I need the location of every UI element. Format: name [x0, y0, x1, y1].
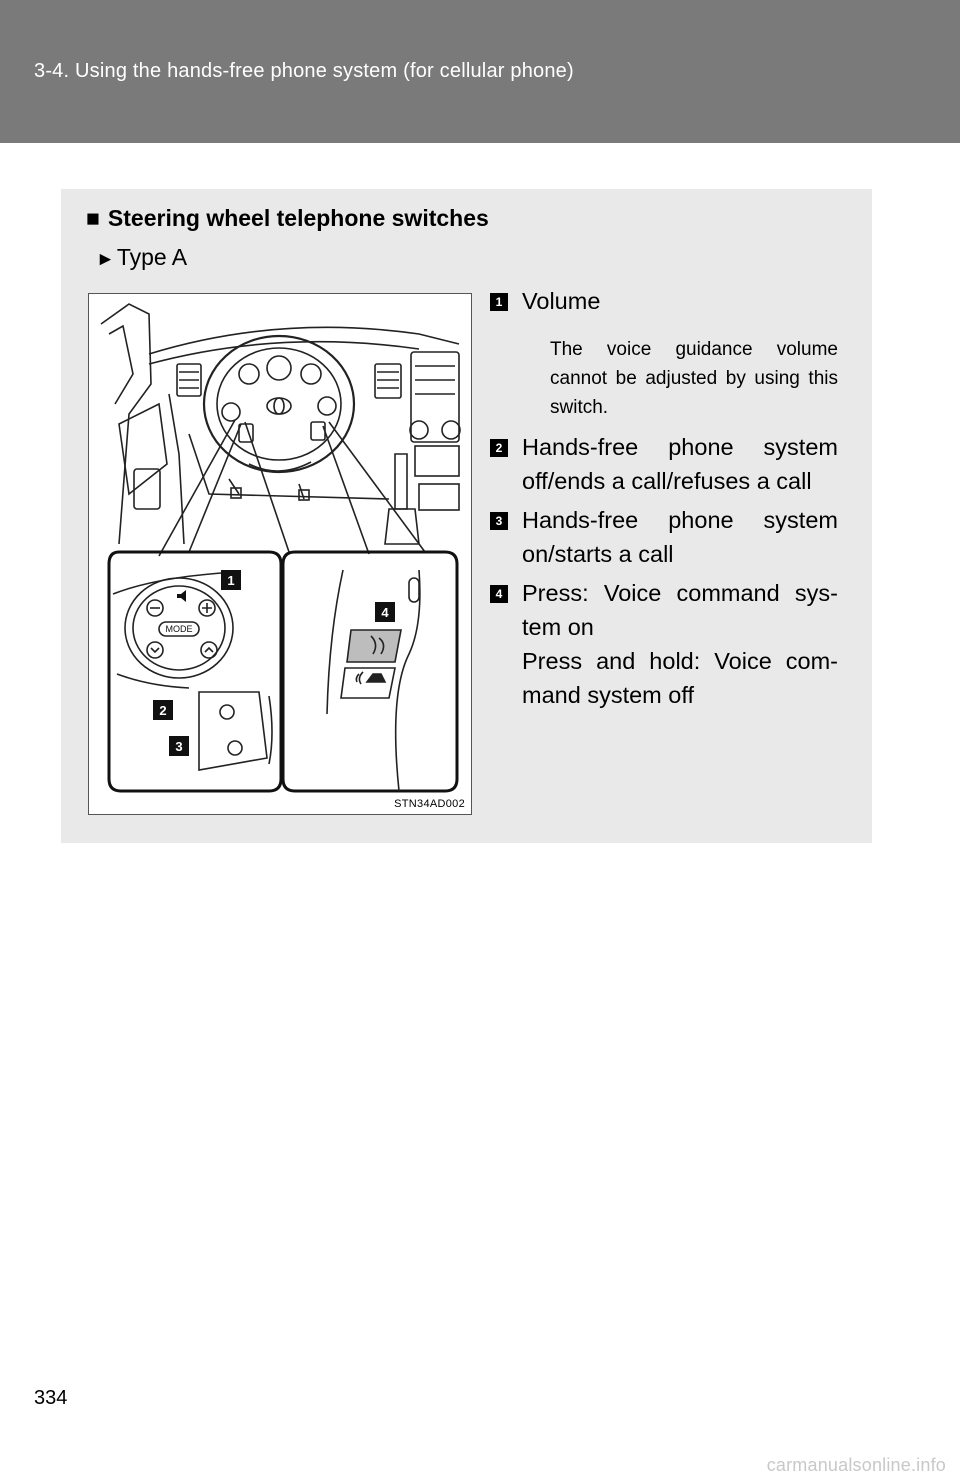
chapter-title: 3-4. Using the hands-free phone system (…	[34, 60, 574, 82]
svg-text:1: 1	[227, 573, 234, 588]
callout-voice-command: 4 Press: Voice command sys- tem on Press…	[490, 576, 838, 712]
callout-text: Volume	[522, 288, 601, 314]
page-number: 334	[34, 1387, 68, 1409]
figure-callout-3	[169, 736, 189, 756]
callout-number-3: 3	[490, 512, 508, 530]
square-bullet-icon: ■	[86, 205, 100, 231]
figure-callout-4	[375, 602, 395, 622]
type-label-text: Type A	[116, 244, 188, 270]
type-label: ►Type A	[96, 244, 187, 271]
volume-note: The voice guidance volume cannot be adju…	[550, 339, 838, 418]
illustration-drawing: MODE 1 2 3 4	[100, 303, 461, 793]
page-header: 3-4. Using the hands-free phone system (…	[0, 0, 960, 143]
callout-text: Hands-free phone system on/starts a call	[522, 507, 838, 567]
callout-hands-free-on: 3 Hands-free phone system on/starts a ca…	[490, 503, 838, 571]
callout-number-1: 1	[490, 293, 508, 311]
callout-number-4: 4	[490, 585, 508, 603]
triangle-bullet-icon: ►	[96, 249, 115, 270]
callout-hands-free-off: 2 Hands-free phone system off/ends a cal…	[490, 430, 838, 498]
speaker-icon	[177, 590, 186, 602]
callout-text: Hands-free phone system off/ends a call/…	[522, 434, 838, 494]
figure-code: STN34AD002	[394, 798, 465, 810]
svg-text:3: 3	[175, 739, 182, 754]
steering-wheel-illustration: MODE 1 2 3 4 STN34AD002	[88, 293, 472, 815]
svg-text:2: 2	[159, 703, 166, 718]
callout-volume: 1 Volume	[490, 284, 838, 318]
mode-button-label: MODE	[166, 624, 193, 634]
figure-callout-1	[221, 570, 241, 590]
callout-text: Press: Voice command sys- tem on Press a…	[522, 580, 838, 708]
section-heading: ■ Steering wheel telephone switches	[86, 205, 489, 232]
figure-callout-2	[153, 700, 173, 720]
svg-text:4: 4	[381, 605, 389, 620]
section-heading-text: Steering wheel telephone switches	[107, 205, 489, 231]
callout-number-2: 2	[490, 439, 508, 457]
watermark: carmanualsonline.info	[766, 1455, 946, 1475]
